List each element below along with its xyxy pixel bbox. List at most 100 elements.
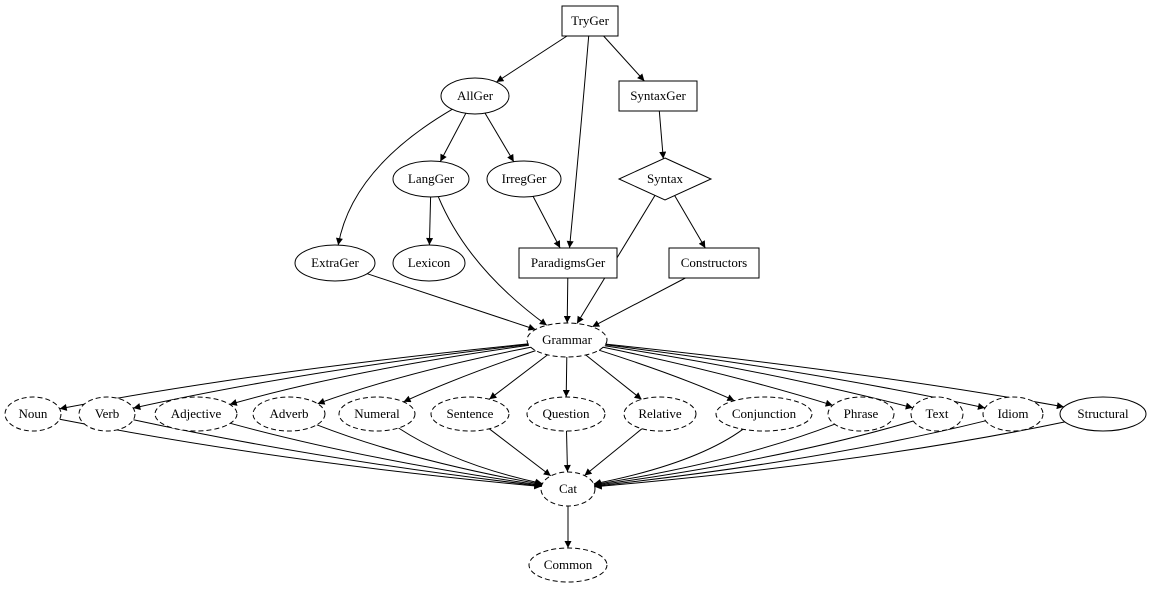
node-label: ParadigmsGer — [531, 255, 606, 270]
node-label: Structural — [1077, 406, 1129, 421]
ellipse-shape — [430, 396, 510, 432]
node-IrregGer: IrregGer — [486, 160, 562, 198]
node-label: Question — [543, 406, 590, 421]
rect-shape — [561, 5, 619, 37]
ellipse-shape — [623, 396, 697, 432]
edge-Noun-Cat — [59, 418, 542, 490]
node-Idiom: Idiom — [982, 396, 1044, 432]
node-label: Sentence — [447, 406, 494, 421]
ellipse-shape — [526, 396, 606, 432]
node-Text: Text — [910, 396, 964, 432]
ellipse-shape — [4, 396, 62, 432]
edge-AllGer-IrregGer — [484, 112, 515, 162]
ellipse-shape — [982, 396, 1044, 432]
edge-SyntaxGer-Syntax — [658, 110, 667, 159]
node-label: Verb — [95, 406, 120, 421]
node-Numeral: Numeral — [338, 396, 416, 432]
ellipse-shape — [715, 396, 813, 432]
edge-Conjunction-Cat — [593, 428, 744, 486]
node-label: AllGer — [457, 88, 494, 103]
ellipse-shape — [540, 471, 596, 507]
node-label: Adjective — [171, 406, 222, 421]
edge-TryGer-SyntaxGer — [603, 35, 645, 82]
ellipse-shape — [78, 396, 136, 432]
node-Common: Common — [528, 547, 608, 583]
edge-ExtraGer-Grammar — [367, 273, 536, 331]
edge-Adjective-Cat — [230, 422, 542, 488]
node-label: Lexicon — [408, 255, 451, 270]
edge-Grammar-Phrase — [603, 346, 833, 407]
ellipse-shape — [338, 396, 416, 432]
diamond-shape — [617, 157, 713, 201]
node-label: Common — [544, 557, 593, 572]
edge-Idiom-Cat — [594, 420, 986, 489]
edge-Grammar-Numeral — [403, 350, 536, 403]
ellipse-shape — [252, 396, 326, 432]
edge-TryGer-ParadigmsGer — [566, 35, 590, 249]
node-Question: Question — [526, 396, 606, 432]
node-label: Cat — [559, 481, 577, 496]
edge-Grammar-Adjective — [229, 344, 530, 406]
node-Relative: Relative — [623, 396, 697, 432]
node-Noun: Noun — [4, 396, 62, 432]
edges-layer — [59, 35, 1066, 548]
node-Verb: Verb — [78, 396, 136, 432]
ellipse-shape — [392, 160, 470, 198]
edge-Grammar-Question — [562, 356, 570, 398]
node-AllGer: AllGer — [440, 77, 510, 115]
edge-Grammar-Relative — [585, 354, 642, 400]
edge-AllGer-LangGer — [439, 113, 467, 162]
node-label: Syntax — [647, 171, 684, 186]
node-Structural: Structural — [1059, 396, 1147, 432]
node-Constructors: Constructors — [668, 247, 760, 279]
node-Syntax: Syntax — [617, 157, 713, 201]
node-Cat: Cat — [540, 471, 596, 507]
node-label: TryGer — [571, 13, 609, 28]
node-label: Conjunction — [732, 406, 797, 421]
node-Conjunction: Conjunction — [715, 396, 813, 432]
edge-TryGer-AllGer — [496, 35, 568, 83]
edge-Grammar-Verb — [133, 344, 529, 410]
rect-shape — [518, 247, 618, 279]
edge-IrregGer-ParadigmsGer — [532, 196, 561, 249]
ellipse-shape — [910, 396, 964, 432]
ellipse-shape — [486, 160, 562, 198]
edge-ParadigmsGer-Grammar — [563, 277, 571, 324]
edge-Question-Cat — [563, 430, 571, 473]
edge-Numeral-Cat — [398, 427, 543, 486]
edge-Sentence-Cat — [488, 428, 552, 477]
ellipse-shape — [294, 244, 376, 282]
edge-Text-Cat — [594, 420, 914, 488]
node-Lexicon: Lexicon — [392, 244, 466, 282]
rect-shape — [668, 247, 760, 279]
node-label: ExtraGer — [311, 255, 359, 270]
ellipse-shape — [827, 396, 895, 432]
node-label: Adverb — [270, 406, 309, 421]
ellipse-shape — [392, 244, 466, 282]
node-Phrase: Phrase — [827, 396, 895, 432]
node-label: Phrase — [844, 406, 879, 421]
edge-Phrase-Cat — [594, 423, 835, 488]
edge-Syntax-Constructors — [674, 195, 706, 249]
node-label: Numeral — [354, 406, 400, 421]
node-Sentence: Sentence — [430, 396, 510, 432]
edge-Grammar-Conjunction — [598, 349, 735, 402]
node-label: SyntaxGer — [630, 88, 686, 103]
node-label: IrregGer — [502, 171, 547, 186]
node-Adverb: Adverb — [252, 396, 326, 432]
ellipse-shape — [154, 396, 238, 432]
ellipse-shape — [526, 322, 608, 358]
node-label: Relative — [638, 406, 682, 421]
ellipse-shape — [440, 77, 510, 115]
rect-shape — [618, 80, 698, 112]
node-TryGer: TryGer — [561, 5, 619, 37]
edge-LangGer-Lexicon — [426, 196, 434, 246]
node-Adjective: Adjective — [154, 396, 238, 432]
edge-Constructors-Grammar — [591, 277, 686, 328]
node-SyntaxGer: SyntaxGer — [618, 80, 698, 112]
node-label: LangGer — [408, 171, 455, 186]
node-Grammar: Grammar — [526, 322, 608, 358]
node-ParadigmsGer: ParadigmsGer — [518, 247, 618, 279]
edge-Grammar-Adverb — [317, 346, 531, 405]
